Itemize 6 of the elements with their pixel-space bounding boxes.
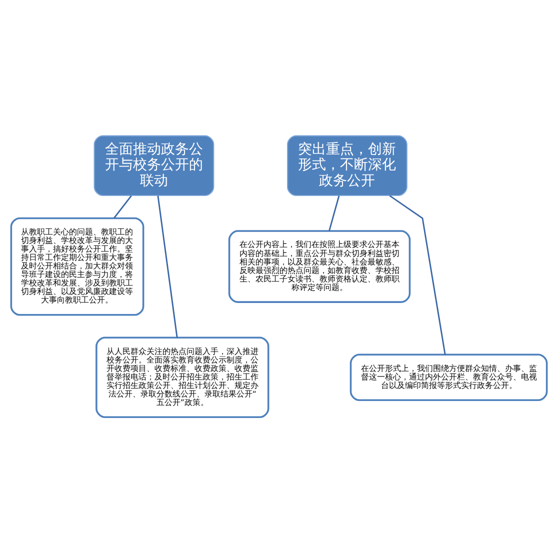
connector (389, 195, 446, 355)
node-box: 全面推动政务公开与校务公开的联动 (94, 135, 214, 196)
connector (328, 196, 340, 232)
connector (157, 196, 178, 338)
connector (114, 195, 132, 219)
node-box: 突出重点，创新形式，不断深化政务公开 (287, 135, 408, 196)
